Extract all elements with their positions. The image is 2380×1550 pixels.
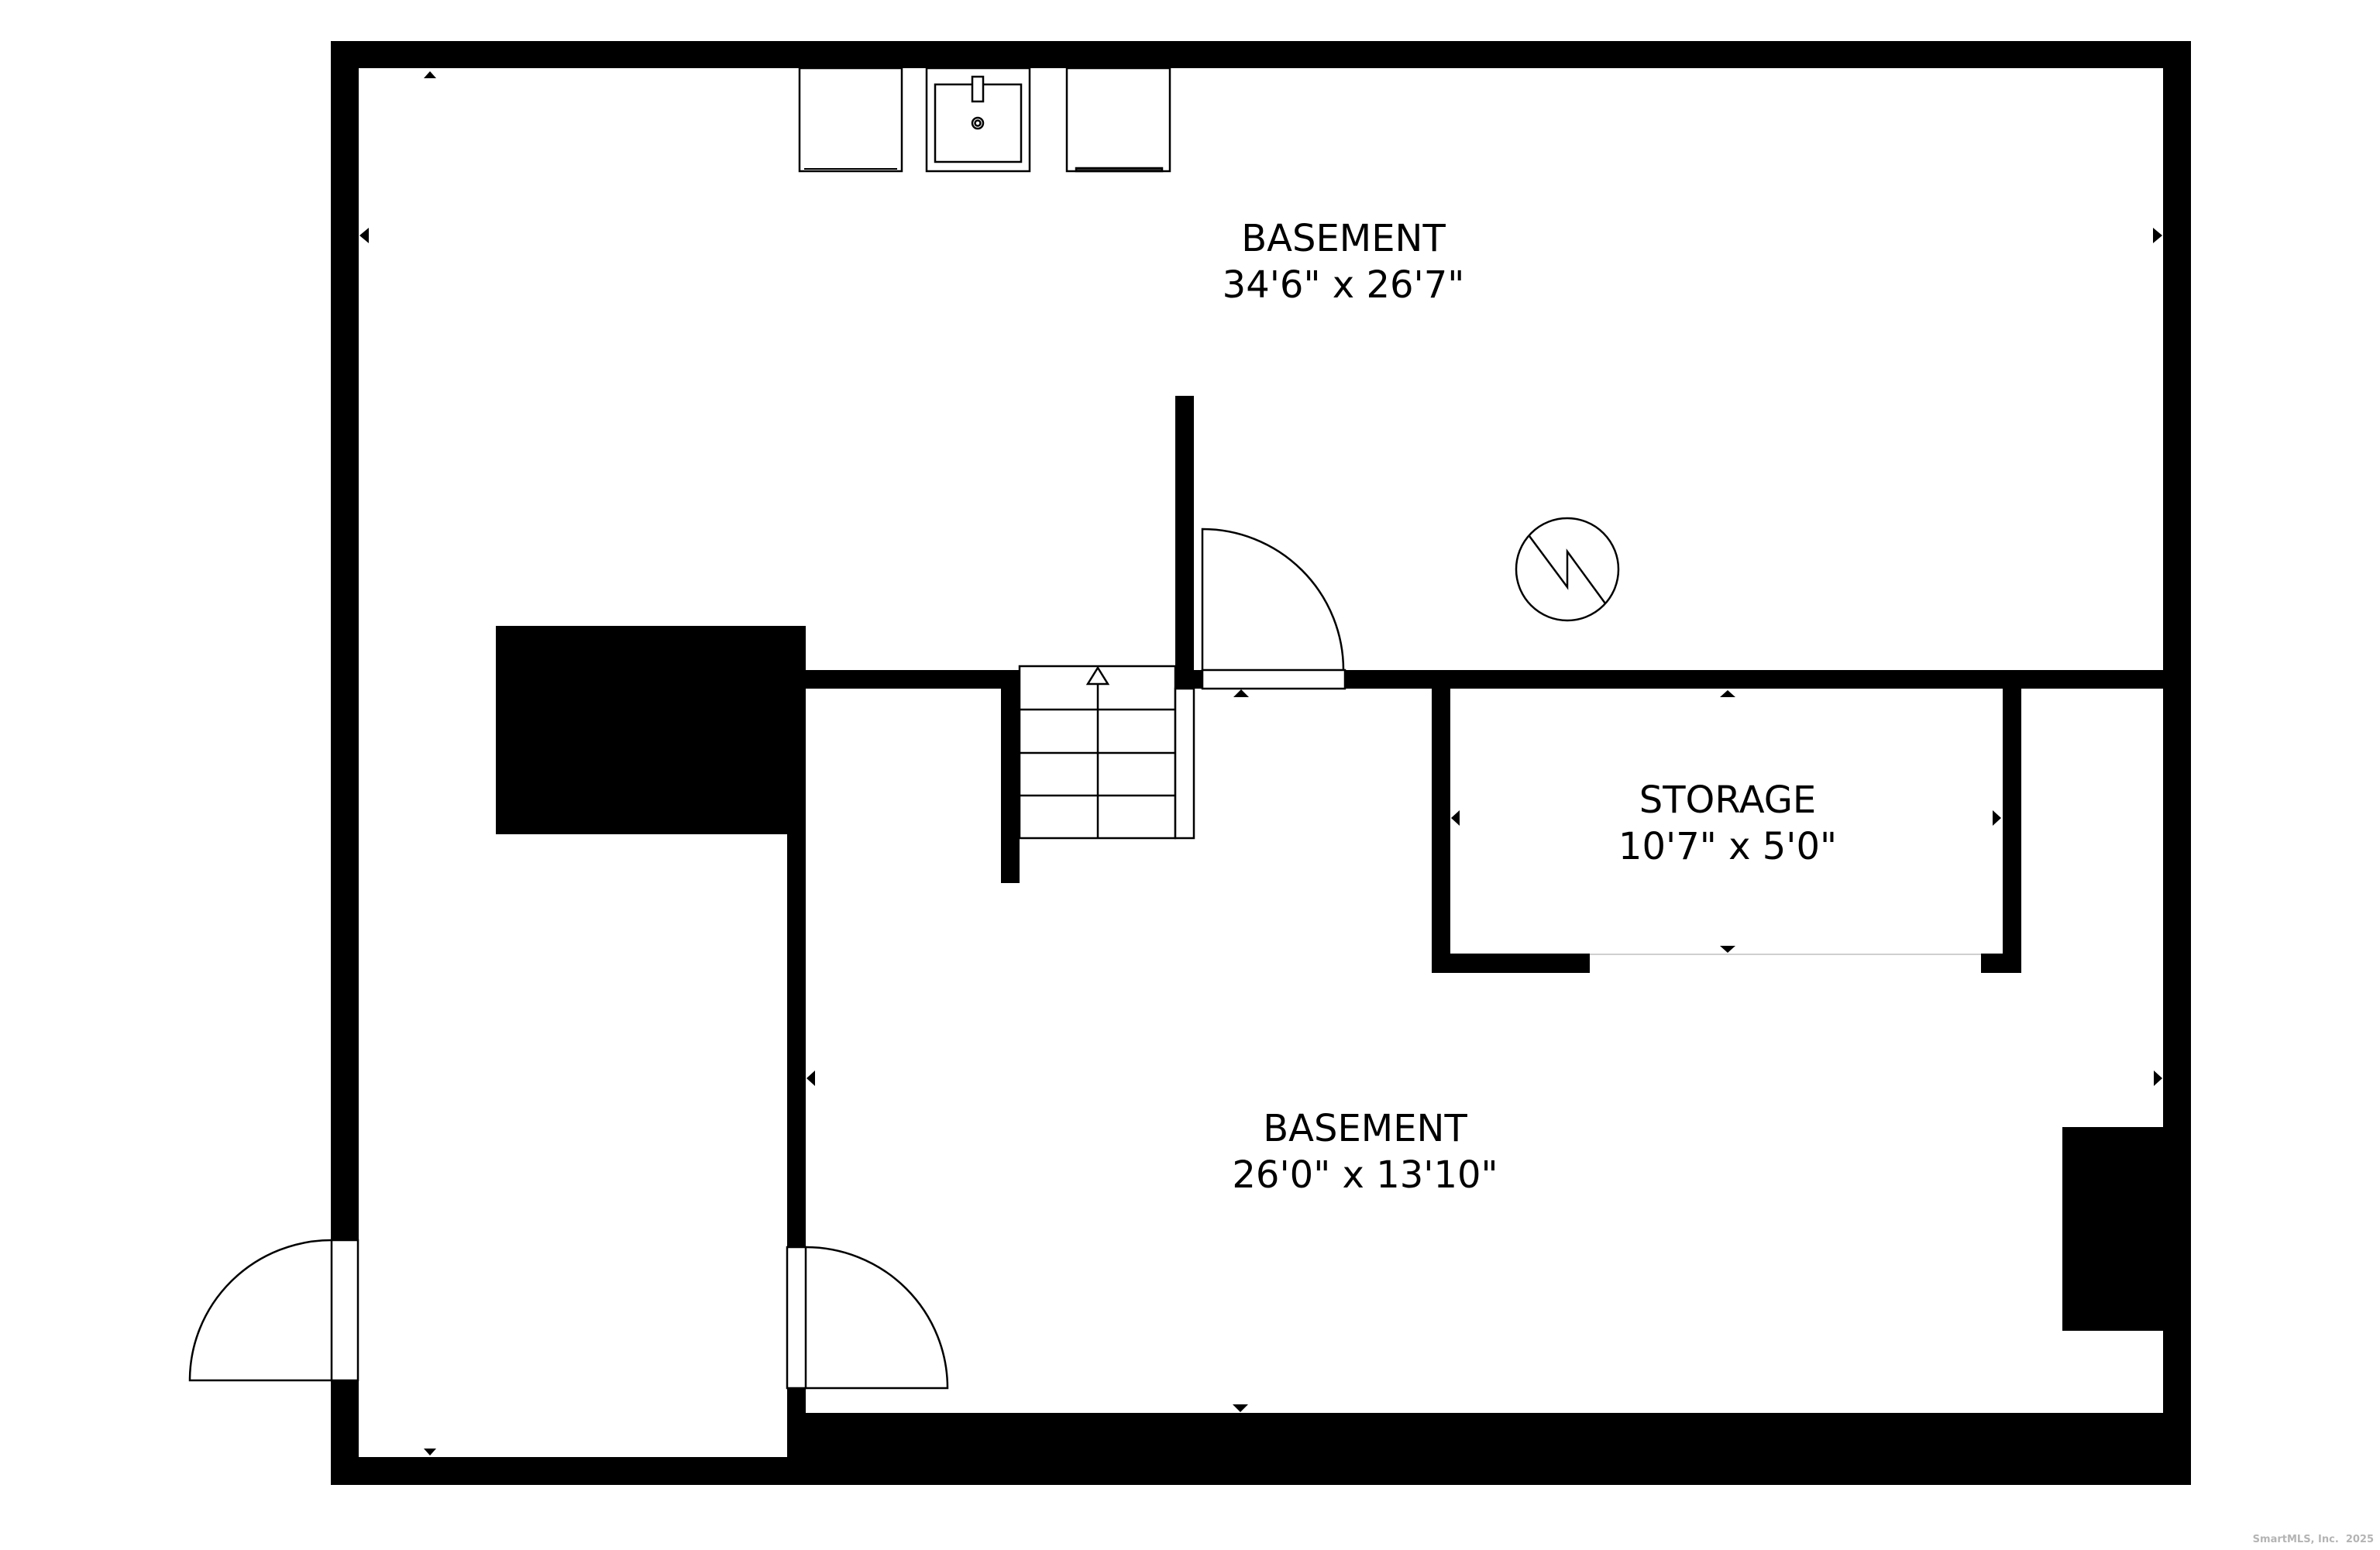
washer-icon	[798, 67, 903, 173]
wall-divider-lower	[787, 1388, 806, 1466]
marker-up-icon	[1720, 690, 1735, 697]
room-name: BASEMENT	[1263, 1107, 1467, 1150]
room-label-basement-lower: BASEMENT 26'0" x 13'10"	[1232, 1105, 1498, 1198]
wall-bottom-right	[787, 1413, 2191, 1485]
wall-mid-stub	[1194, 670, 1202, 689]
door-swing-icon	[188, 1239, 359, 1382]
dryer-icon	[1065, 67, 1171, 173]
wall-stair-top-vertical	[1175, 396, 1194, 689]
wall-storage-right	[2003, 689, 2021, 973]
wall-storage-left	[1432, 689, 1450, 973]
wall-right	[2163, 41, 2191, 1485]
wall-mid-right	[1345, 670, 2163, 689]
wall-storage-bottom-right	[1981, 954, 2021, 973]
walls	[331, 41, 2191, 1485]
marker-up-icon	[1233, 689, 1249, 697]
wall-mid-left	[806, 670, 1020, 689]
column-block-left	[496, 626, 806, 834]
column-block-right	[2062, 1127, 2166, 1331]
door-swing-icon	[1201, 528, 1346, 690]
marker-down-icon	[1233, 1404, 1248, 1412]
room-dimensions: 34'6" x 26'7"	[1222, 263, 1465, 307]
wall-stair-left	[1001, 670, 1020, 883]
wall-divider-upper	[787, 670, 806, 1247]
marker-up-icon	[424, 71, 436, 78]
room-name: BASEMENT	[1241, 217, 1446, 260]
marker-right-icon	[2154, 1071, 2162, 1086]
electrical-panel-icon	[1515, 517, 1620, 622]
wall-top	[331, 41, 2191, 68]
wall-bottom-left	[331, 1457, 806, 1485]
door-swing-icon	[786, 1246, 949, 1390]
sink-icon	[925, 67, 1031, 173]
stairs-up-icon	[1018, 665, 1195, 840]
watermark: SmartMLS, Inc. 2025	[2252, 1534, 2374, 1545]
dimension-markers	[359, 71, 2162, 1455]
room-name: STORAGE	[1639, 778, 1817, 822]
room-label-storage: STORAGE 10'7" x 5'0"	[1618, 777, 1837, 870]
room-dimensions: 26'0" x 13'10"	[1232, 1153, 1498, 1197]
wall-left-upper	[331, 41, 359, 1240]
room-label-basement-upper: BASEMENT 34'6" x 26'7"	[1223, 215, 1465, 308]
wall-storage-bottom-left	[1432, 954, 1590, 973]
marker-left-icon	[359, 228, 369, 243]
marker-right-icon	[1993, 810, 2001, 826]
marker-down-icon	[1720, 946, 1735, 953]
marker-left-icon	[807, 1071, 815, 1086]
marker-left-icon	[1451, 810, 1460, 826]
marker-down-icon	[424, 1449, 436, 1455]
room-dimensions: 10'7" x 5'0"	[1618, 825, 1838, 868]
marker-right-icon	[2153, 228, 2162, 243]
